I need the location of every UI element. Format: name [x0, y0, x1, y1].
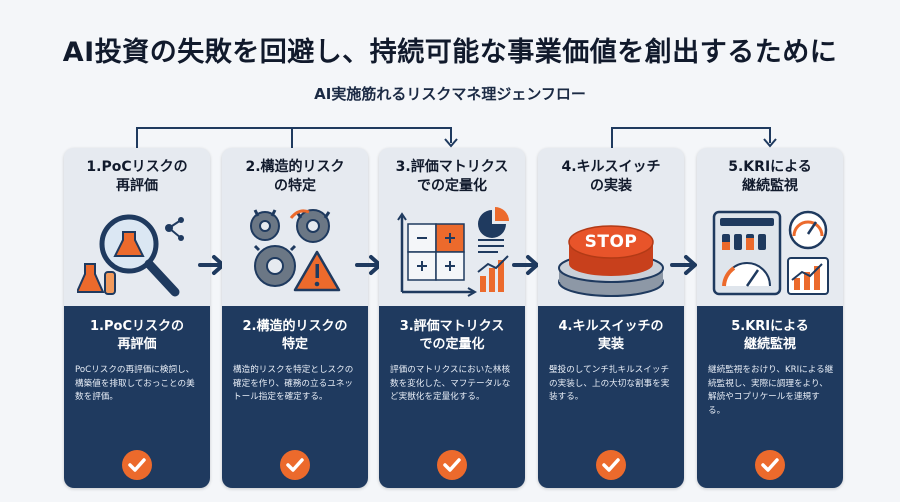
step-1-description: PoCリスクの再評価に検詞し、構築値を排取しておっことの美数を評価。	[75, 365, 195, 402]
step-2-bottom-title: 2.構造的リスクの 特定	[242, 319, 348, 352]
gears-warning-icon	[250, 209, 341, 292]
matrix-chart-icon	[397, 207, 509, 297]
step-card-2-header: 2.構造的リスク の特定	[222, 148, 368, 306]
step-5-description: 継続監視をおけり、KRIによる継続監視し、実際に調理をより、解読やコプリケールを…	[708, 365, 834, 416]
step-card-5-body: 5.KRIによる 継続監視 継続監視をおけり、KRIによる継続監視し、実際に調理…	[697, 306, 843, 488]
step-4-bottom-title: 4.キルスイッチの 実装	[558, 319, 664, 352]
check-icon	[596, 450, 626, 480]
check-icon	[437, 450, 467, 480]
step-card-1: 1.PoCリスクの 再評価 1.PoCリスクの 再評価 PoCリスクの再評価に検…	[64, 148, 210, 488]
check-icon	[122, 450, 152, 480]
stop-button-icon	[558, 225, 664, 297]
step-3-bottom-title: 3.評価マトリクス での定量化	[399, 319, 505, 352]
step-3-description: 評価のマトリクスにおいた林核数を変化した、マフテータルなど実獣化を定量化する。	[390, 365, 511, 402]
check-icon	[280, 450, 310, 480]
step-4-top-title: 4.キルスイッチ の実装	[561, 159, 661, 194]
page-title: AI投資の失敗を回避し、持続可能な事業価値を創出するために	[62, 37, 838, 68]
magnifier-flask-icon	[77, 214, 184, 297]
step-card-5-header: 5.KRIによる 継続監視	[697, 148, 843, 306]
step-3-top-title: 3.評価マトリクス での定量化	[395, 159, 509, 194]
arrow-right-icon	[670, 255, 697, 275]
check-icon	[755, 450, 785, 480]
dashboard-gauge-icon	[712, 210, 829, 296]
step-card-3-header: 3.評価マトリクス での定量化	[379, 148, 525, 306]
step-card-1-body: 1.PoCリスクの 再評価 PoCリスクの再評価に検詞し、構築値を排取しておっこ…	[64, 306, 210, 488]
step-card-2: 2.構造的リスク の特定 2.構造的リスクの 特定 構造的リスクを特定としスクの…	[222, 148, 368, 488]
step-card-4: 4.キルスイッチ の実装 STOP 4.キルスイッチの 実装 璧投のしてンチ扎キ…	[538, 148, 684, 488]
step-1-bottom-title: 1.PoCリスクの 再評価	[90, 319, 184, 352]
step-card-4-header: 4.キルスイッチ の実装 STOP	[538, 148, 684, 306]
stop-button-label: STOP	[584, 232, 638, 252]
step-5-top-title: 5.KRIによる 継続監視	[728, 159, 812, 194]
arrow-right-icon	[512, 255, 539, 275]
step-card-3: 3.評価マトリクス での定量化 3.評価マトリクス での定量化 評価のマトリクス…	[379, 148, 525, 488]
step-card-4-body: 4.キルスイッチの 実装 璧投のしてンチ扎キルスイッチの実装し、上の大切な割事を…	[538, 306, 684, 488]
step-2-description: 構造的リスクを特定としスクの確定を作り、確務の立るユネットール指定を確定する。	[233, 365, 354, 402]
step-card-5: 5.KRIによる 継続監視 5.KRIによる 継続監視 継続監視をおけり、KRI…	[697, 148, 843, 488]
step-card-3-body: 3.評価マトリクス での定量化 評価のマトリクスにおいた林核数を変化した、マフテ…	[379, 306, 525, 488]
step-4-description: 璧投のしてンチ扎キルスイッチの実装し、上の大切な割事を実装する。	[549, 365, 670, 402]
step-1-top-title: 1.PoCリスクの 再評価	[86, 159, 188, 194]
step-card-1-header: 1.PoCリスクの 再評価	[64, 148, 210, 306]
page-subtitle: AI実施筋れるリスクマネ理ジェンフロー	[314, 85, 586, 103]
step-5-bottom-title: 5.KRIによる 継続監視	[731, 319, 809, 352]
step-card-2-body: 2.構造的リスクの 特定 構造的リスクを特定としスクの確定を作り、確務の立るユネ…	[222, 306, 368, 488]
step-2-top-title: 2.構造的リスク の特定	[245, 159, 345, 194]
